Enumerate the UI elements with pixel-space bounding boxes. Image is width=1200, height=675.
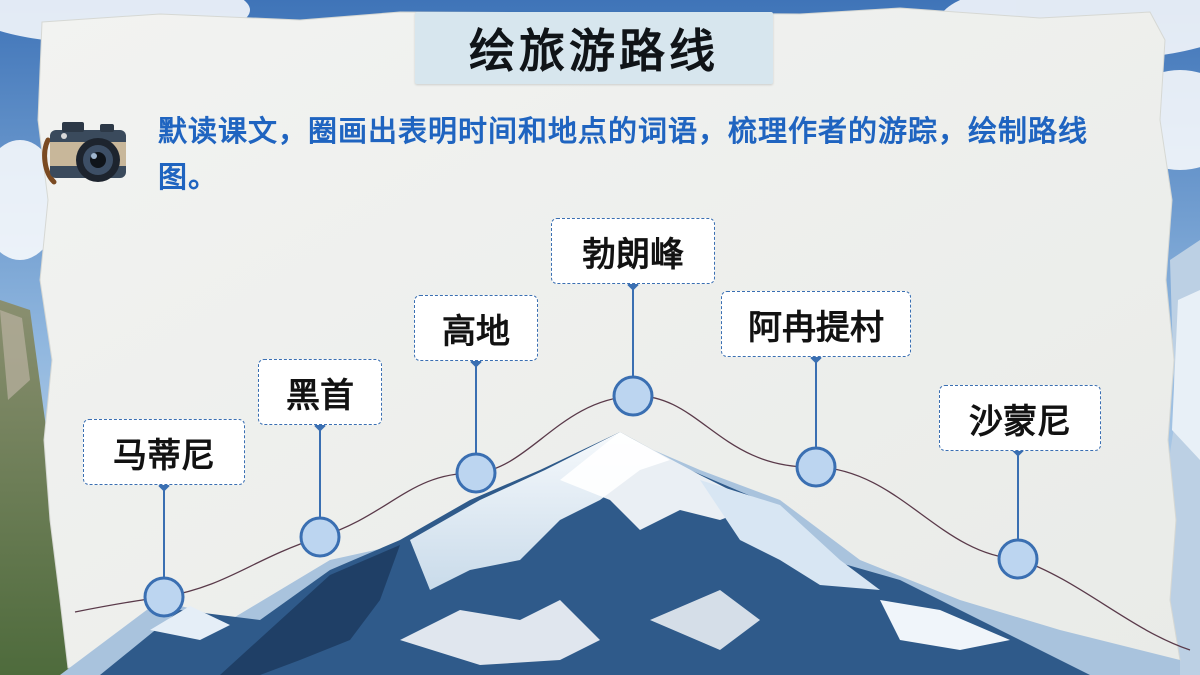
place-name: 沙蒙尼 [969,401,1071,442]
place-name: 阿冉提村 [748,307,884,348]
place-label-argentiere: 阿冉提村 [721,291,911,357]
left-cliff [0,300,70,675]
place-name: 马蒂尼 [113,435,215,476]
place-label-martigny: 马蒂尼 [83,419,245,485]
instruction-text: 默读课文，圈画出表明时间和地点的词语，梳理作者的游踪，绘制路线图。 [158,114,1089,194]
paper-sheet [37,7,1181,671]
title-banner: 绘旅游路线 [415,12,773,84]
place-label-mont-blanc: 勃朗峰 [551,218,715,284]
place-name: 高地 [442,311,510,352]
place-name: 黑首 [286,375,354,416]
place-label-chamonix: 沙蒙尼 [939,385,1101,451]
place-label-gaodi: 高地 [414,295,538,361]
place-name: 勃朗峰 [582,234,684,275]
page-title: 绘旅游路线 [469,24,719,78]
camera-icon [42,122,126,185]
place-label-heishou: 黑首 [258,359,382,425]
